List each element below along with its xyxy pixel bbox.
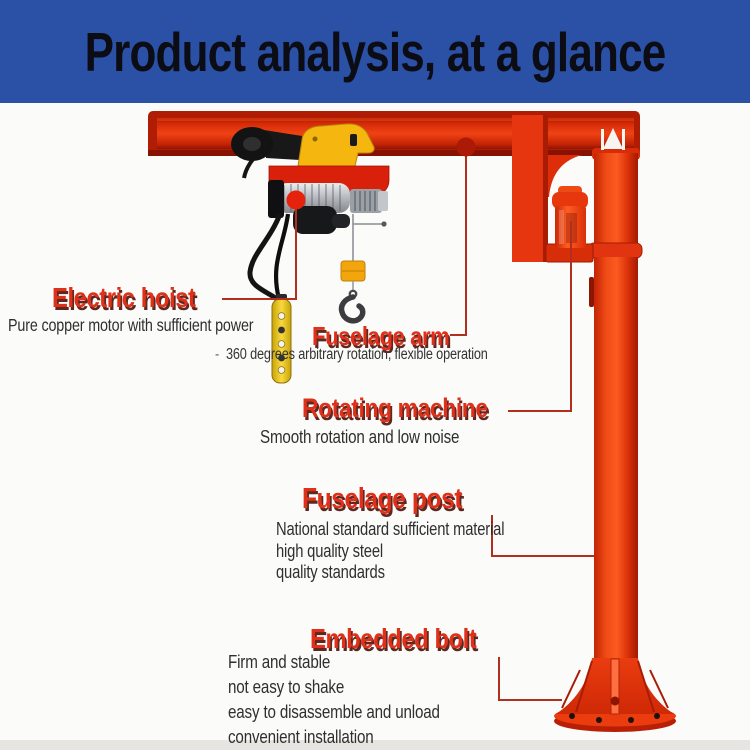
electric-hoist-assembly (231, 123, 390, 384)
fuselage-post-line-1: National standard sufficient material (276, 519, 505, 539)
callout-lines (222, 153, 594, 701)
embedded-bolt-base (554, 658, 676, 732)
callout-electric-hoist: Electric hoist (52, 282, 221, 314)
hook-icon (338, 289, 366, 324)
base-bolts (569, 713, 660, 723)
rotating-machine-line (508, 221, 572, 412)
fuselage-arm-caption: 360 degrees arbitrary rotation, flexible… (226, 346, 489, 363)
rotating-machine-title: Rotating machine (302, 393, 488, 423)
electric-hoist-caption: Pure copper motor with sufficient power (8, 315, 254, 335)
fuselage-post-line-3: quality standards (276, 562, 385, 582)
electric-hoist-line (222, 205, 297, 300)
fuselage-arm-caption-row: - 360 degrees arbitrary rotation, flexib… (215, 346, 546, 364)
electric-hoist-anchor-dot (286, 190, 306, 210)
header-banner: Product analysis, at a glance (0, 0, 750, 103)
pendant-control (271, 294, 292, 384)
fuselage-arm-line (450, 153, 467, 336)
bottom-strip (0, 740, 750, 750)
callout-fuselage-post: Fuselage post (302, 483, 491, 516)
embedded-bolt-title: Embedded bolt (310, 623, 477, 654)
caption-dash: - (215, 346, 220, 363)
embedded-bolt-line (498, 657, 562, 701)
page-title: Product analysis, at a glance (84, 20, 667, 83)
embedded-bolt-line-4: convenient installation (228, 726, 374, 747)
embedded-bolt-line-2: not easy to shake (228, 676, 345, 697)
rotating-machine-motor (545, 186, 594, 263)
fuselage-post-title: Fuselage post (302, 483, 463, 515)
fuselage-arm-anchor-dot (456, 137, 476, 157)
electric-hoist-title: Electric hoist (52, 282, 196, 313)
fuselage-post-caption-block: National standard sufficient material hi… (276, 519, 554, 584)
triangle-mark-icon (601, 128, 625, 150)
fuselage-post-line-2: high quality steel (276, 540, 384, 561)
embedded-bolt-line-3: easy to disassemble and unload (228, 701, 440, 722)
fuselage-post (587, 148, 643, 660)
rotating-machine-caption: Smooth rotation and low noise (260, 426, 460, 447)
callout-embedded-bolt: Embedded bolt (310, 623, 506, 655)
fuselage-post-line (491, 515, 594, 557)
fuselage-arm-beam (148, 111, 640, 156)
callout-fuselage-arm: Fuselage arm (312, 321, 474, 352)
callout-rotating-machine: Rotating machine (302, 393, 521, 424)
embedded-bolt-line-1: Firm and stable (228, 651, 331, 672)
post-bracket-plate (512, 115, 582, 262)
embedded-bolt-caption-block: Firm and stable not easy to shake easy t… (228, 651, 486, 750)
fuselage-arm-title: Fuselage arm (312, 321, 450, 351)
